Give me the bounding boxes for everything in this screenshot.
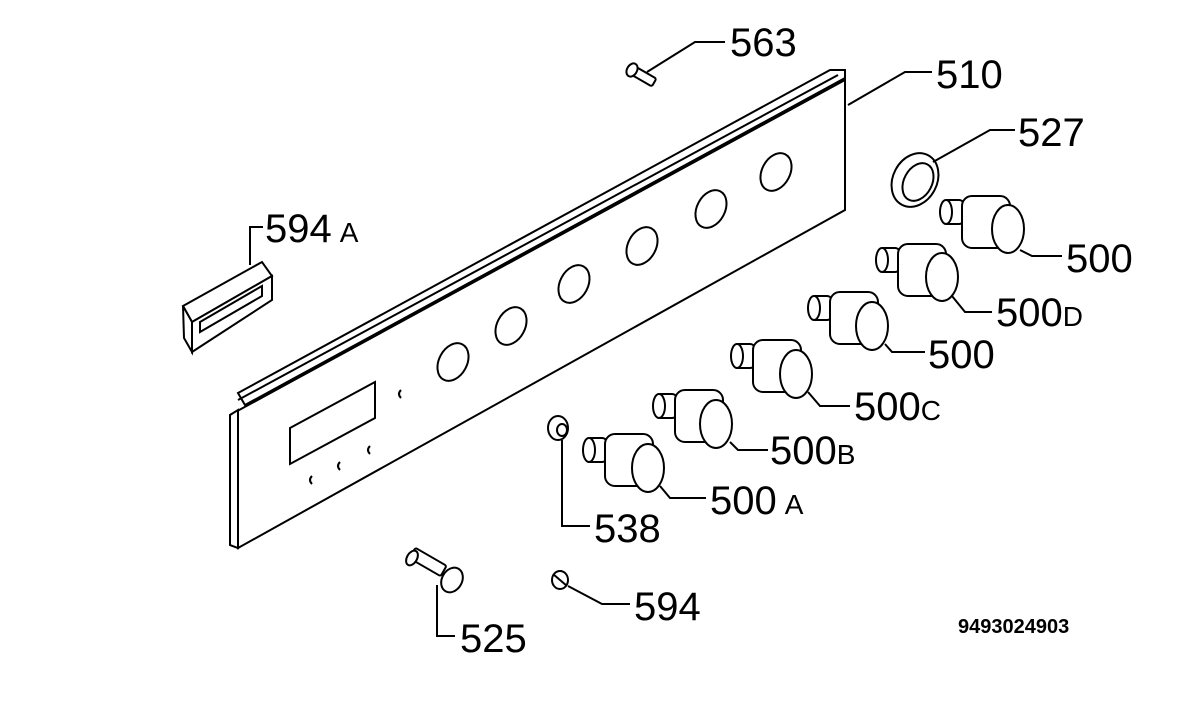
clock-button [309,475,313,485]
knob-hole [557,264,591,304]
knob-hole [759,152,793,192]
knob-hole [625,226,659,266]
knob-500-top [939,195,1025,254]
bushing-538 [547,415,569,441]
clock-button [367,445,371,455]
control-panel-510 [228,69,846,550]
ring-527 [890,152,940,208]
knob-500a [582,433,665,493]
knob-hole [494,306,528,346]
knob-hole [436,342,470,382]
callout-563: 563 [730,21,797,65]
callout-510: 510 [936,53,1003,97]
callout-500d: 500D [996,291,1083,335]
clock-button [337,461,341,471]
indicator-mark [398,389,402,399]
knob-500b [652,389,733,449]
bolt-525 [405,547,464,594]
leader-lines [249,41,1062,637]
knob-500-middle [807,291,889,351]
cap-594 [551,570,569,590]
knob-500c [730,339,813,399]
callout-525: 525 [460,617,527,661]
callout-594: 594 [634,585,701,629]
callout-500-top: 500 [1066,237,1133,281]
callout-500b: 500B [770,429,855,473]
callout-500c: 500C [854,385,941,429]
bracket-594a [181,260,274,356]
screw-563 [625,62,657,87]
document-number: 9493024903 [958,616,1069,638]
callout-500-middle: 500 [928,333,995,377]
knob-500d [875,243,959,302]
knob-hole [694,189,728,229]
callout-538: 538 [594,507,661,551]
callout-527: 527 [1018,111,1085,155]
display-window [289,380,376,466]
